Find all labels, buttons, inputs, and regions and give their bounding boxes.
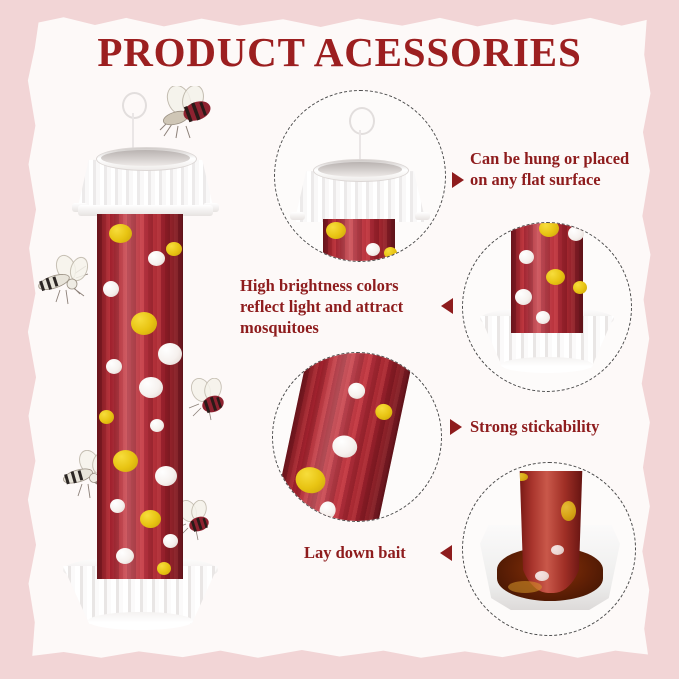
hanging-hook-icon [122, 92, 147, 119]
tube-dot [140, 510, 161, 528]
callout-text: Strong stickability [470, 416, 670, 437]
tube-dot [346, 381, 367, 401]
tube-dot [535, 571, 549, 581]
tube-dot [539, 223, 559, 237]
callout-text: Can be hung or placed on any flat surfac… [470, 148, 670, 190]
product-tube [97, 214, 183, 579]
tube-dot [326, 222, 346, 239]
tube-dot [139, 377, 163, 398]
triangle-left-icon [440, 545, 452, 561]
tube-dot [148, 251, 165, 266]
cap-inner-well [318, 162, 402, 177]
callout-text: Lay down bait [304, 542, 444, 563]
insect-mosquito-left-upper [38, 254, 89, 305]
tube-dot [158, 343, 182, 365]
tube-dot [384, 247, 397, 259]
tube-dot [131, 312, 157, 335]
tube-dot [366, 243, 380, 256]
callout-text: High brightness colors reflect light and… [240, 275, 440, 338]
callout-line: Can be hung or placed [470, 149, 630, 168]
hook-wire [359, 130, 361, 165]
callout-line: reflect light and attract [240, 297, 404, 317]
tube-dot [113, 450, 138, 472]
tube-dot [293, 464, 328, 497]
page-title: PRODUCT ACESSORIES [97, 29, 582, 75]
tube-dot [317, 499, 338, 521]
triangle-right-icon [450, 419, 462, 435]
tube-dot [109, 224, 132, 243]
tube-dot [536, 311, 550, 324]
cap-inner-well [101, 150, 190, 166]
tube-dot [150, 419, 164, 432]
cap-lip-left [290, 212, 305, 220]
tube-dot [551, 545, 564, 555]
inset-bait-in-tray [462, 462, 636, 636]
tube-dot [515, 289, 532, 305]
bait-highlight [508, 581, 542, 593]
tube-dot [519, 250, 534, 264]
tube-dot [99, 410, 114, 424]
cap-base-band [78, 205, 213, 216]
triangle-left-icon [441, 298, 453, 314]
callout-line: mosquitoes [240, 318, 319, 338]
insect-bee-top [159, 86, 211, 139]
insect-bee-lower-right [175, 500, 209, 541]
tube-dot [330, 433, 360, 460]
hook-wire [132, 113, 134, 155]
tube-dot [166, 242, 182, 256]
tube-dot [157, 562, 171, 575]
bowl-bottom [88, 612, 193, 630]
tube-dot [561, 501, 576, 521]
tube-dot [155, 466, 177, 486]
product-tube [511, 223, 587, 333]
triangle-right-icon [452, 172, 464, 188]
tube-dot [568, 226, 584, 241]
inset-tube-in-bowl [462, 222, 632, 392]
bowl-bottom [501, 357, 593, 373]
callout-line: High brightness colors [240, 276, 399, 295]
tube-dot [116, 548, 134, 564]
inset-tube-surface [272, 352, 442, 522]
hanging-hook-icon [349, 107, 375, 135]
insect-bee-middle-right [188, 378, 224, 421]
tube-dot [373, 402, 394, 422]
product-tube-photo [519, 471, 583, 593]
tube-dot [163, 534, 178, 548]
product-tube [323, 219, 397, 261]
tube-dot [110, 499, 125, 513]
cap-lip-right [415, 212, 430, 220]
callout-line: Strong stickability [470, 417, 600, 436]
tube-dot [546, 269, 565, 285]
callout-line: Lay down bait [304, 543, 406, 562]
tube-dot [106, 359, 122, 374]
tube-dot [103, 281, 119, 297]
tube-dot [519, 473, 528, 481]
callout-line: on any flat surface [470, 170, 601, 190]
inset-cap-with-hook [274, 90, 446, 262]
tube-dot [573, 281, 587, 294]
